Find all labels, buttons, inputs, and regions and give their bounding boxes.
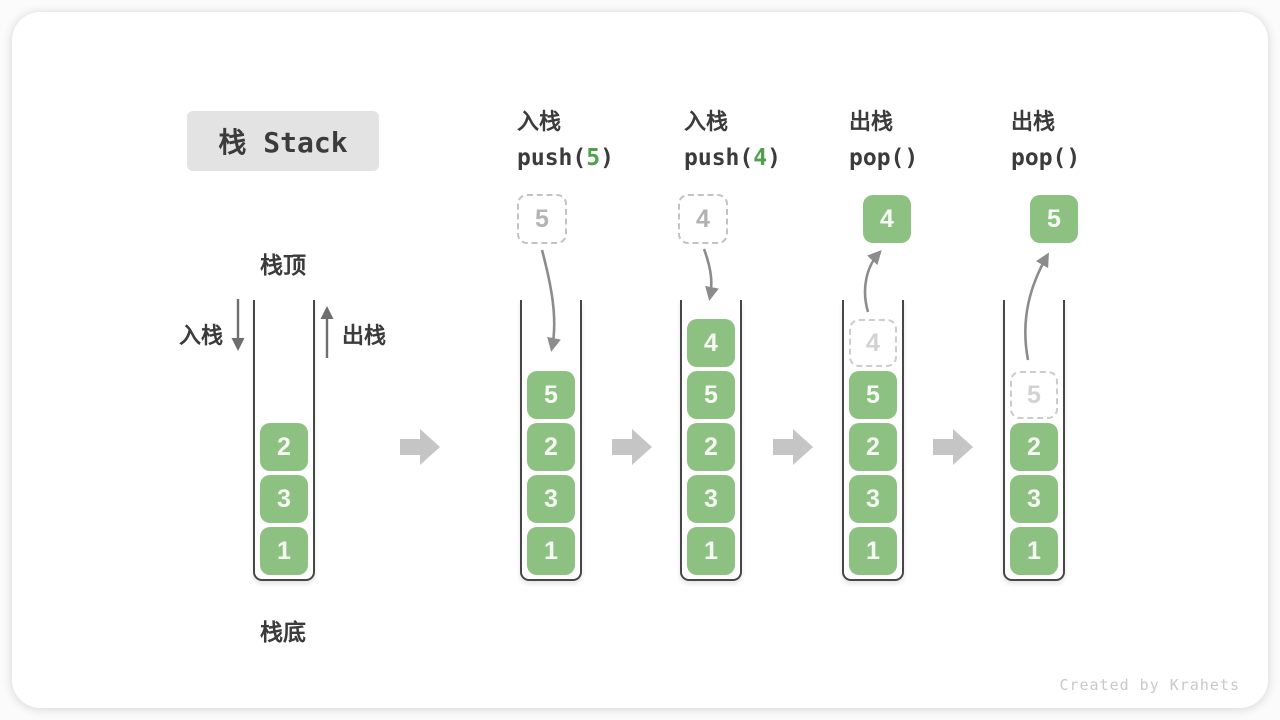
stack-cell: 2 [1010, 423, 1058, 471]
push-side-label: 入栈 [178, 323, 223, 348]
stack-cell: 2 [527, 423, 575, 471]
stack-cell: 3 [260, 475, 308, 523]
op-code: push(4) [684, 145, 781, 171]
stack-cell: 1 [849, 527, 897, 575]
pop-side-label: 出栈 [342, 323, 387, 348]
op-code: pop() [1011, 145, 1080, 171]
popped-value-box: 4 [863, 195, 911, 243]
code-text: pop( [849, 145, 905, 171]
stack-bottom-label: 栈底 [260, 619, 306, 645]
stack-cell: 1 [687, 527, 735, 575]
code-text: ) [767, 145, 781, 171]
stack-cell: 3 [687, 475, 735, 523]
op-header-push-4: 入栈 push(4) [684, 104, 781, 171]
stack-cell: 4 [687, 319, 735, 367]
watermark: Created by Krahets [1059, 676, 1240, 694]
code-text: ) [1066, 145, 1081, 171]
op-name: 入栈 [517, 109, 562, 134]
stack-container-2 [520, 300, 582, 581]
code-text: pop( [1011, 145, 1067, 171]
stack-cell: 5 [687, 371, 735, 419]
op-code: pop() [849, 145, 918, 171]
op-header-pop-2: 出栈 pop() [1011, 104, 1080, 171]
stack-cell: 2 [849, 423, 897, 471]
op-code: push(5) [517, 145, 614, 171]
code-text: push( [684, 145, 754, 171]
incoming-value-box: 5 [517, 194, 567, 244]
ghost-cell: 5 [1010, 371, 1058, 419]
incoming-value-box: 4 [678, 194, 728, 244]
stack-top-label: 栈顶 [260, 252, 306, 278]
stack-cell: 2 [687, 423, 735, 471]
stack-cell: 3 [1010, 475, 1058, 523]
stack-container-5 [1003, 300, 1065, 581]
code-text: ) [600, 145, 614, 171]
stack-cell: 5 [849, 371, 897, 419]
op-name: 出栈 [849, 109, 894, 134]
stack-container-1 [253, 300, 315, 581]
op-header-pop-1: 出栈 pop() [849, 104, 918, 171]
stack-cell: 3 [527, 475, 575, 523]
code-text: push( [517, 145, 587, 171]
code-text: ) [904, 145, 919, 171]
ghost-cell: 4 [849, 319, 897, 367]
code-arg: 4 [753, 145, 768, 171]
popped-value-box: 5 [1030, 195, 1078, 243]
op-name: 入栈 [684, 109, 729, 134]
stack-cell: 2 [260, 423, 308, 471]
stack-cell: 1 [1010, 527, 1058, 575]
stack-cell: 1 [260, 527, 308, 575]
stack-container-3 [680, 300, 742, 581]
title-badge: 栈 Stack [187, 111, 379, 171]
code-arg: 5 [586, 145, 601, 171]
stack-cell: 5 [527, 371, 575, 419]
op-name: 出栈 [1011, 109, 1056, 134]
stack-cell: 1 [527, 527, 575, 575]
op-header-push-5: 入栈 push(5) [517, 104, 614, 171]
stack-container-4 [842, 300, 904, 581]
stack-cell: 3 [849, 475, 897, 523]
